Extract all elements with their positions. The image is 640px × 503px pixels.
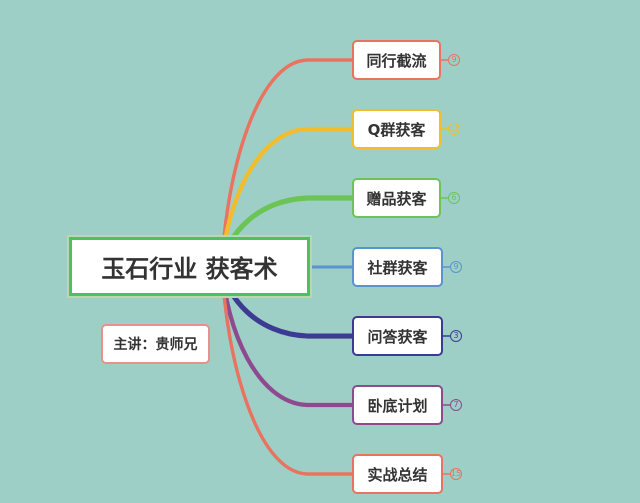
count-badge: 9	[450, 261, 462, 273]
count-badge: 7	[450, 399, 462, 411]
branch-topic[interactable]: 卧底计划	[352, 385, 443, 425]
branch-topic[interactable]: 同行截流	[352, 40, 441, 80]
connector-line	[220, 264, 354, 476]
count-badge: 9	[448, 54, 460, 66]
count-badge: 6	[448, 192, 460, 204]
count-badge: 12	[448, 123, 460, 135]
count-badge: 3	[450, 330, 462, 342]
branch-topic[interactable]: 赠品获客	[352, 178, 441, 218]
central-topic[interactable]: 玉石行业 获客术	[67, 235, 312, 298]
branch-topic[interactable]: 实战总结	[352, 454, 443, 494]
count-badge: 15	[450, 468, 462, 480]
branch-topic[interactable]: Q群获客	[352, 109, 441, 149]
branch-topic[interactable]: 社群获客	[352, 247, 443, 287]
connector-line	[220, 58, 354, 268]
branch-topic[interactable]: 问答获客	[352, 316, 443, 356]
speaker-note[interactable]: 主讲：贵师兄	[101, 324, 210, 364]
